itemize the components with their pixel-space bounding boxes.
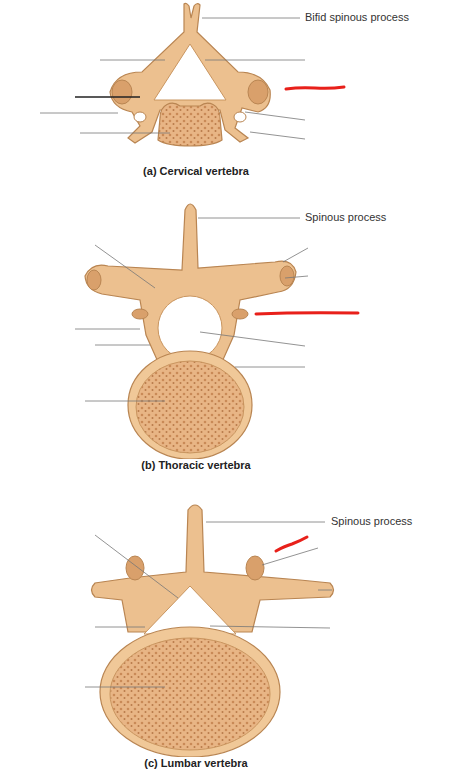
articular-facet: [248, 80, 268, 104]
superior-articular-process: [126, 556, 144, 580]
transverse-foramen: [134, 112, 146, 122]
leader-line: [198, 218, 300, 219]
part-label: Spinous process: [330, 515, 413, 528]
lumbar-body: [110, 638, 270, 750]
part-label: Bifid spinous process: [304, 11, 410, 24]
red-marker: [276, 537, 307, 551]
leader-line: [235, 367, 305, 368]
leader-line: [245, 112, 305, 120]
leader-line: [75, 329, 140, 330]
figure-caption: (a) Cervical vertebra: [142, 165, 250, 178]
leader-line: [80, 133, 170, 134]
figure-caption: (b) Thoracic vertebra: [140, 459, 251, 472]
leader-line: [95, 345, 150, 346]
articular-facet: [112, 80, 132, 104]
leader-line: [85, 687, 165, 688]
part-label: Spinous process: [304, 211, 387, 224]
leader-line: [75, 96, 140, 98]
leader-line: [210, 626, 330, 628]
leader-line: [283, 248, 308, 262]
leader-line: [95, 245, 155, 288]
lumbar-body-rim: [100, 627, 280, 757]
rib-facet: [87, 270, 101, 290]
leader-line: [202, 18, 300, 19]
leader-line: [285, 276, 308, 278]
superior-articular-process: [246, 556, 264, 580]
figure-caption: (c) Lumbar vertebra: [143, 757, 248, 770]
leader-line: [85, 401, 165, 402]
leader-line: [250, 132, 305, 139]
leader-line: [100, 60, 165, 61]
transverse-foramen: [234, 112, 246, 122]
thoracic-body-rim: [128, 351, 252, 459]
leader-line: [206, 522, 325, 523]
leader-line: [262, 548, 318, 565]
leader-line: [95, 535, 178, 598]
superior-articular-facet: [232, 309, 248, 319]
cervical-body: [158, 103, 222, 146]
leader-line: [318, 590, 332, 591]
cervical-foramen: [154, 44, 226, 100]
leader-line: [200, 332, 305, 346]
leader-line: [95, 627, 145, 628]
thoracic-arch: [85, 204, 296, 362]
thoracic-body: [136, 361, 244, 453]
red-marker: [256, 313, 358, 314]
leader-line: [40, 113, 118, 114]
leader-line: [205, 60, 305, 61]
red-marker: [286, 87, 344, 89]
rib-facet: [280, 266, 294, 286]
superior-articular-facet: [132, 309, 148, 319]
